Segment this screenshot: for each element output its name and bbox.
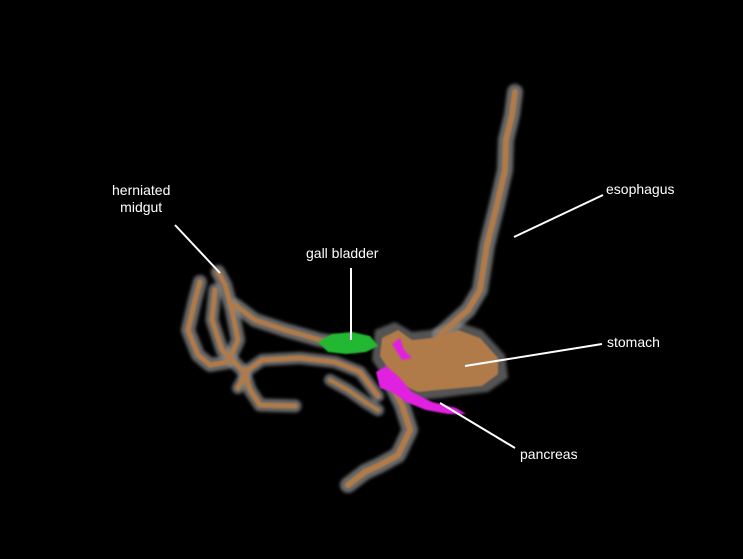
gall-bladder-organ — [318, 332, 378, 354]
label-esophagus: esophagus — [606, 181, 675, 197]
label-herniated-midgut-line2: midgut — [120, 199, 163, 215]
leader-line-pancreas — [439, 402, 516, 449]
label-pancreas: pancreas — [520, 446, 578, 462]
label-herniated-midgut-line1: herniated — [112, 182, 171, 198]
stomach-body — [380, 330, 498, 392]
label-gall-bladder: gall bladder — [306, 245, 379, 261]
leader-line-stomach — [464, 343, 603, 367]
label-stomach: stomach — [607, 334, 660, 350]
leader-line-herniated-midgut — [174, 224, 221, 274]
leader-lines — [174, 194, 604, 449]
pancreas-organ — [376, 366, 466, 414]
pancreas-fragment — [392, 338, 412, 360]
label-herniated-midgut: herniated midgut — [112, 182, 170, 216]
leader-line-esophagus — [513, 194, 604, 238]
gut-core — [185, 89, 518, 488]
